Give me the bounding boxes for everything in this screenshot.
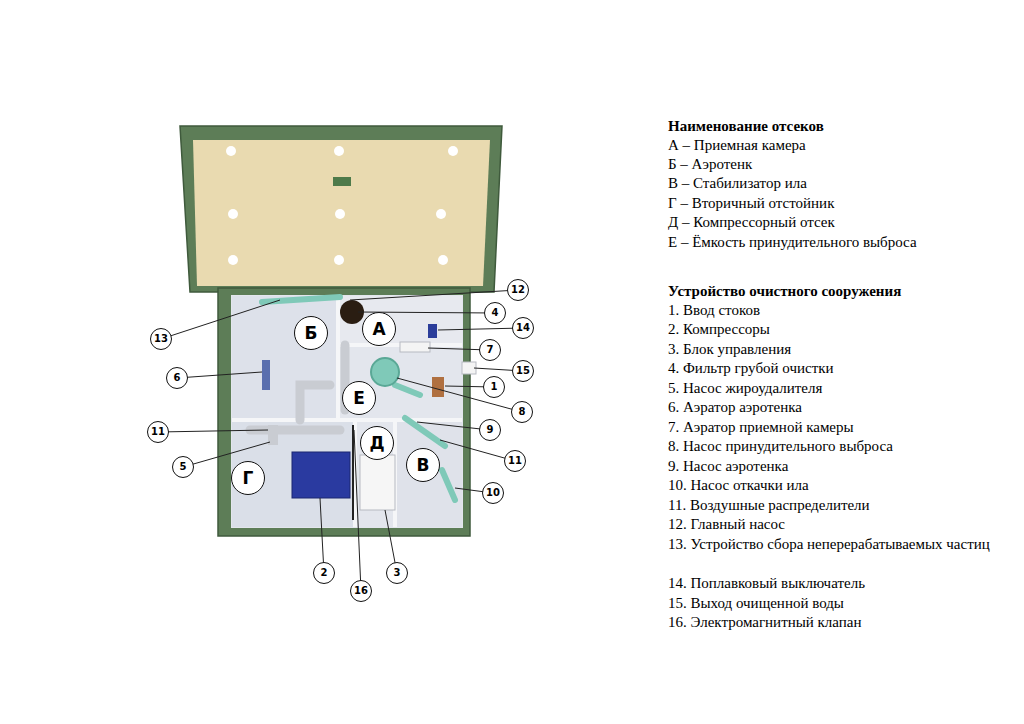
- list-item: В – Стабилизатор ила: [668, 174, 807, 193]
- callout-number: 16: [350, 580, 372, 602]
- list-item: Б – Аэротенк: [668, 155, 752, 174]
- callout-number: 3: [386, 562, 408, 584]
- callout-number: 12: [507, 279, 529, 301]
- list-item: Е – Ёмкость принудительного выброса: [668, 233, 917, 252]
- callout-number: 11: [504, 450, 526, 472]
- list-item: 9. Насос аэротенка: [668, 457, 788, 476]
- callout-number: 11: [147, 421, 169, 443]
- list-item: 1. Ввод стоков: [668, 301, 760, 320]
- compartment-letter: Е: [342, 381, 376, 415]
- compartment-letter: Д: [360, 426, 394, 460]
- callout-number: 6: [166, 367, 188, 389]
- callout-number: 9: [479, 419, 501, 441]
- list-item: 8. Насос принудительного выброса: [668, 437, 893, 456]
- callout-number: 10: [482, 482, 504, 504]
- callout-number: 1: [483, 376, 505, 398]
- callout-number: 4: [484, 302, 506, 324]
- callout-number: 14: [512, 317, 534, 339]
- list-item: 10. Насос откачки ила: [668, 476, 809, 495]
- list-item: 15. Выход очищенной воды: [668, 594, 844, 613]
- list-item: 16. Электромагнитный клапан: [668, 613, 862, 632]
- list-item: 6. Аэратор аэротенка: [668, 398, 802, 417]
- callout-number: 5: [172, 456, 194, 478]
- list-item: 13. Устройство сбора неперерабатываемых …: [668, 535, 990, 554]
- callout-number: 2: [313, 562, 335, 584]
- list-item: 11. Воздушные распределители: [668, 496, 870, 515]
- callout-number: 8: [511, 401, 533, 423]
- compartment-letter: А: [362, 312, 396, 346]
- list-item: 4. Фильтр грубой очистки: [668, 359, 834, 378]
- list-item: 3. Блок управления: [668, 340, 791, 359]
- list-item: 12. Главный насос: [668, 515, 785, 534]
- list-item: 7. Аэратор приемной камеры: [668, 418, 854, 437]
- list-item: 5. Насос жироудалителя: [668, 379, 822, 398]
- callout-number: 15: [512, 360, 534, 382]
- list-item: Г – Вторичный отстойник: [668, 194, 834, 213]
- section-heading: Устройство очистного сооружения: [668, 282, 901, 301]
- callout-number: 7: [479, 339, 501, 361]
- compartment-letter: Б: [294, 316, 328, 350]
- compartment-letter: Г: [231, 461, 265, 495]
- list-item: 2. Компрессоры: [668, 320, 770, 339]
- section-heading: Наименование отсеков: [668, 117, 824, 136]
- list-item: 14. Поплавковый выключатель: [668, 574, 865, 593]
- compartment-letter: В: [406, 448, 440, 482]
- list-item: А – Приемная камера: [668, 136, 806, 155]
- callout-number: 13: [150, 328, 172, 350]
- list-item: Д – Компрессорный отсек: [668, 213, 835, 232]
